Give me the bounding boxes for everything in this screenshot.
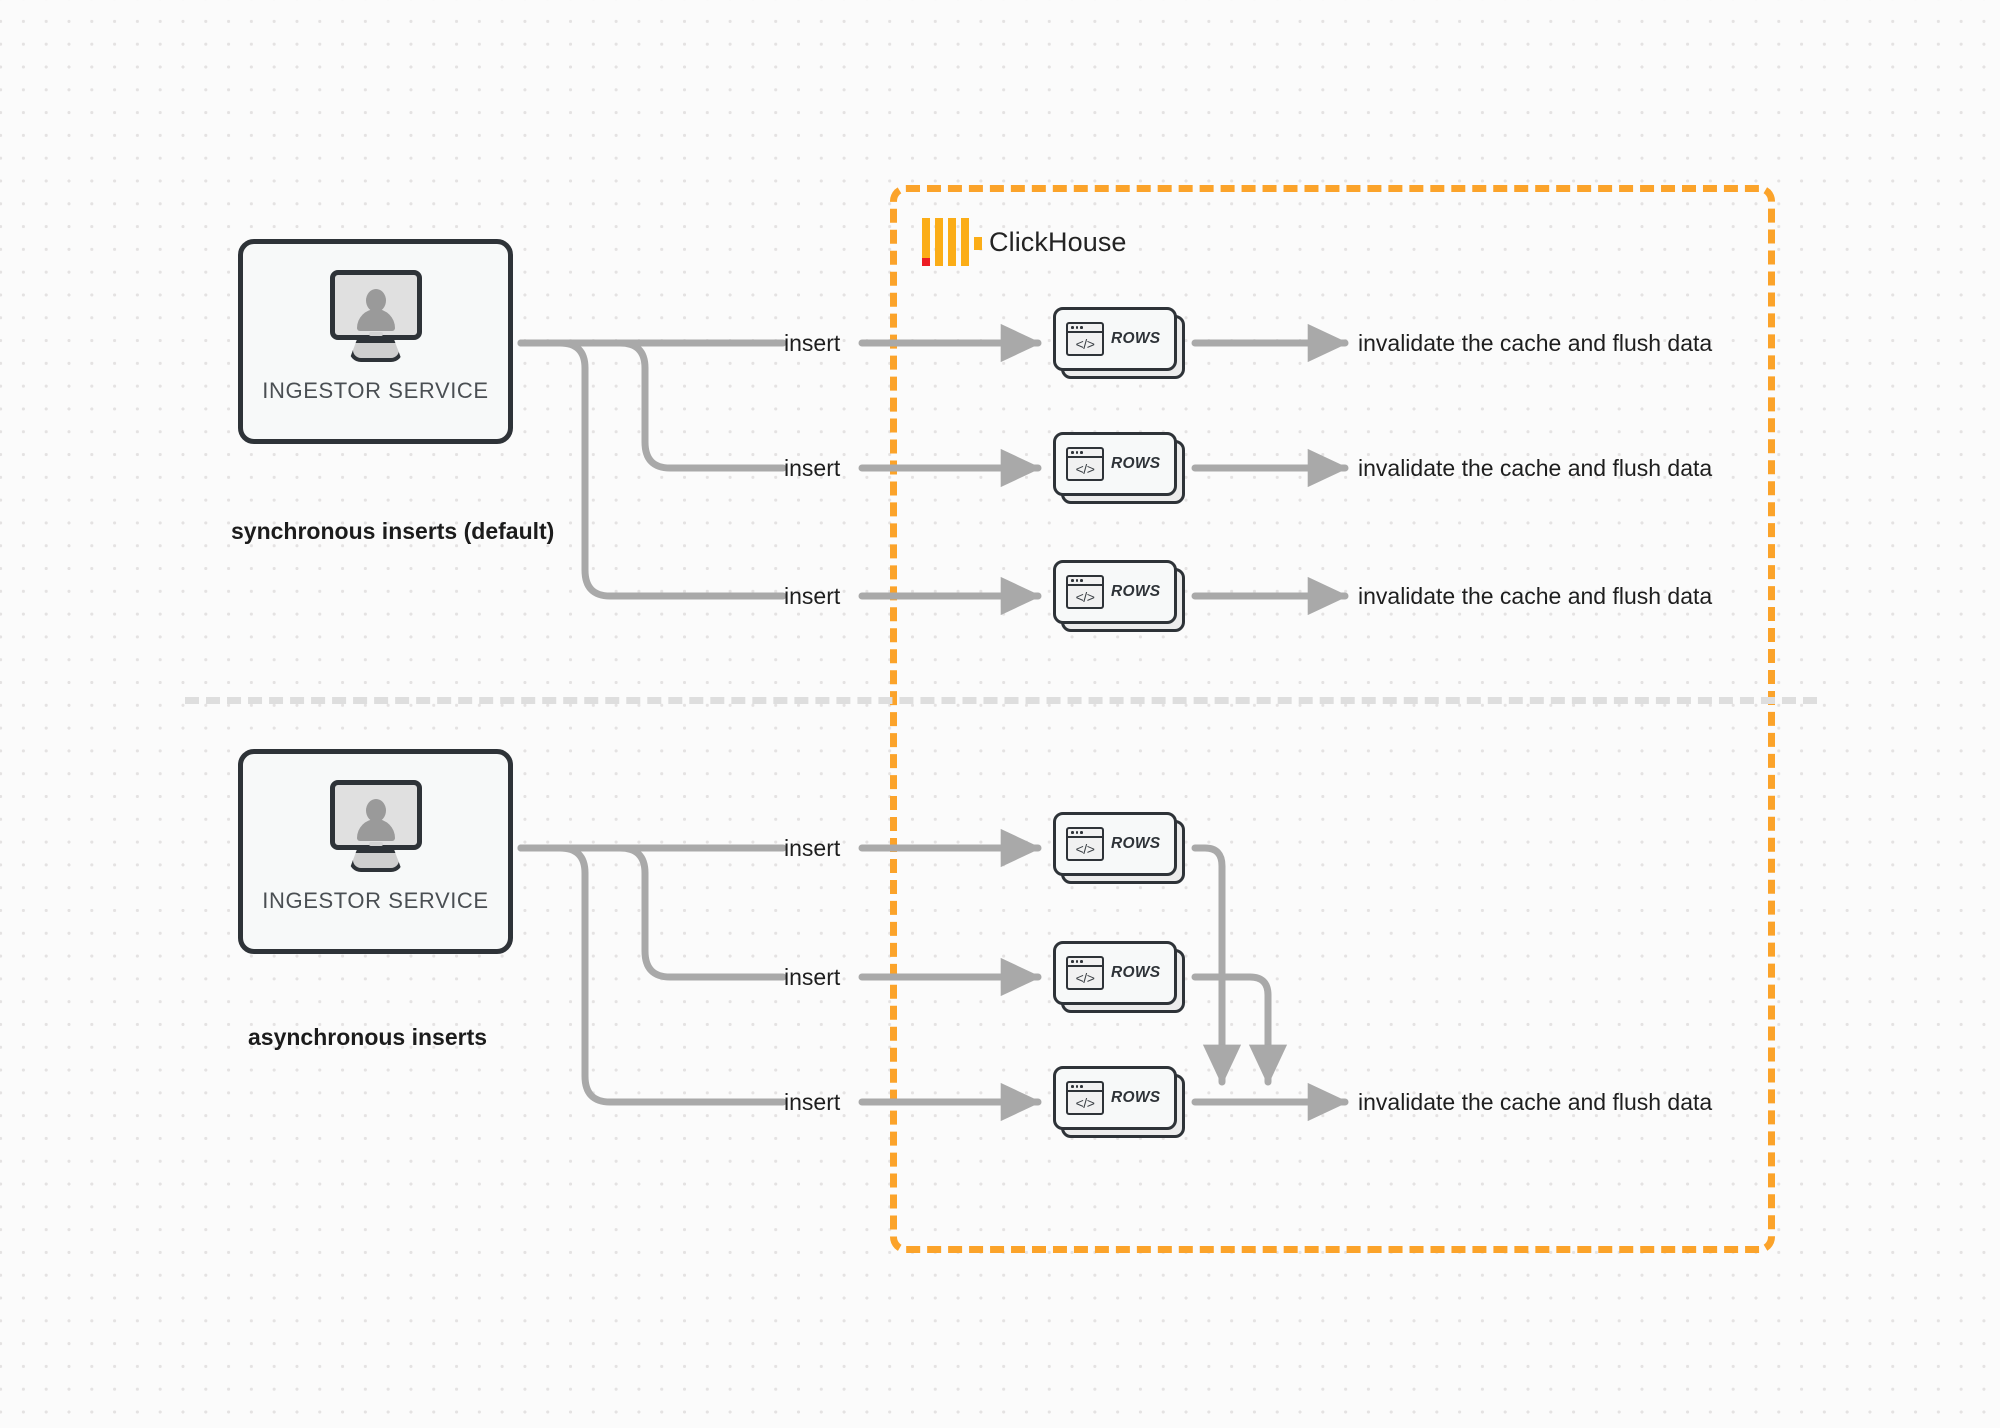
logo-bar-2 bbox=[935, 218, 943, 266]
window-dot-1 bbox=[1071, 960, 1074, 963]
rows-node-async-2[interactable]: </> ROWS bbox=[1053, 941, 1185, 1013]
clickhouse-boundary-region bbox=[890, 185, 1775, 1253]
rows-node-sync-3[interactable]: </> ROWS bbox=[1053, 560, 1185, 632]
rows-node-async-3[interactable]: </> ROWS bbox=[1053, 1066, 1185, 1138]
monitor-neck bbox=[368, 842, 383, 846]
rows-label: ROWS bbox=[1111, 835, 1161, 852]
window-dot-3 bbox=[1080, 831, 1083, 834]
clickhouse-logo bbox=[922, 218, 982, 266]
window-dot-3 bbox=[1080, 451, 1083, 454]
caption-synchronous-inserts: synchronous inserts (default) bbox=[231, 518, 555, 544]
monitor-screen bbox=[329, 270, 422, 340]
ingestor-service-async[interactable]: INGESTOR SERVICE bbox=[238, 749, 513, 954]
window-dot-2 bbox=[1075, 451, 1079, 454]
rows-label: ROWS bbox=[1111, 964, 1161, 981]
window-dot-2 bbox=[1075, 326, 1079, 329]
window-dot-1 bbox=[1071, 579, 1074, 582]
rows-node-sync-1[interactable]: </> ROWS bbox=[1053, 307, 1185, 379]
window-dot-3 bbox=[1080, 1085, 1083, 1088]
result-label-sync-3: invalidate the cache and flush data bbox=[1358, 583, 1713, 609]
window-titlebar bbox=[1068, 829, 1102, 838]
window-dot-2 bbox=[1075, 1085, 1079, 1088]
monitor-user-icon bbox=[324, 270, 428, 362]
monitor-screen bbox=[329, 780, 422, 850]
code-glyph: </> bbox=[1075, 335, 1095, 352]
code-glyph: </> bbox=[1075, 840, 1095, 857]
code-glyph: </> bbox=[1075, 1094, 1095, 1111]
rows-card-front: </> ROWS bbox=[1053, 941, 1177, 1005]
insert-label-async-3: insert bbox=[784, 1089, 841, 1115]
section-divider bbox=[185, 697, 1817, 704]
window-titlebar bbox=[1068, 577, 1102, 586]
result-label-async-merged: invalidate the cache and flush data bbox=[1358, 1089, 1713, 1115]
window-dot-3 bbox=[1080, 579, 1083, 582]
code-window-icon: </> bbox=[1066, 575, 1104, 609]
ingestor-service-label: INGESTOR SERVICE bbox=[262, 888, 489, 913]
ingestor-service-label: INGESTOR SERVICE bbox=[262, 378, 489, 403]
window-dot-1 bbox=[1071, 831, 1074, 834]
rows-card-front: </> ROWS bbox=[1053, 307, 1177, 371]
insert-label-async-2: insert bbox=[784, 964, 841, 990]
window-dot-3 bbox=[1080, 326, 1083, 329]
logo-bar-4 bbox=[961, 218, 969, 266]
monitor-stand bbox=[348, 339, 403, 362]
code-window-icon: </> bbox=[1066, 322, 1104, 356]
rows-node-sync-2[interactable]: </> ROWS bbox=[1053, 432, 1185, 504]
result-label-sync-2: invalidate the cache and flush data bbox=[1358, 455, 1713, 481]
rows-label: ROWS bbox=[1111, 330, 1161, 347]
logo-bar-3 bbox=[948, 218, 956, 266]
window-dot-2 bbox=[1075, 831, 1079, 834]
rows-card-front: </> ROWS bbox=[1053, 812, 1177, 876]
window-dot-1 bbox=[1071, 326, 1074, 329]
window-dot-3 bbox=[1080, 960, 1083, 963]
logo-bar-1 bbox=[922, 218, 930, 266]
rows-label: ROWS bbox=[1111, 1089, 1161, 1106]
user-head bbox=[365, 799, 386, 822]
rows-label: ROWS bbox=[1111, 455, 1161, 472]
rows-node-async-1[interactable]: </> ROWS bbox=[1053, 812, 1185, 884]
window-dot-1 bbox=[1071, 451, 1074, 454]
logo-dash bbox=[974, 237, 982, 250]
ingestor-service-sync[interactable]: INGESTOR SERVICE bbox=[238, 239, 513, 444]
insert-label-sync-2: insert bbox=[784, 455, 841, 481]
rows-card-front: </> ROWS bbox=[1053, 1066, 1177, 1130]
rows-card-front: </> ROWS bbox=[1053, 560, 1177, 624]
window-titlebar bbox=[1068, 1083, 1102, 1092]
monitor-user-icon bbox=[324, 780, 428, 872]
user-head bbox=[365, 289, 386, 312]
code-glyph: </> bbox=[1075, 969, 1095, 986]
code-glyph: </> bbox=[1075, 588, 1095, 605]
window-titlebar bbox=[1068, 324, 1102, 333]
insert-label-async-1: insert bbox=[784, 835, 841, 861]
code-window-icon: </> bbox=[1066, 956, 1104, 990]
clickhouse-brand: ClickHouse bbox=[922, 218, 1127, 266]
code-window-icon: </> bbox=[1066, 1081, 1104, 1115]
rows-label: ROWS bbox=[1111, 583, 1161, 600]
code-window-icon: </> bbox=[1066, 827, 1104, 861]
code-glyph: </> bbox=[1075, 460, 1095, 477]
insert-label-sync-3: insert bbox=[784, 583, 841, 609]
monitor-stand bbox=[348, 849, 403, 872]
logo-red-square bbox=[922, 258, 930, 266]
window-dot-2 bbox=[1075, 960, 1079, 963]
user-body bbox=[356, 309, 395, 331]
result-label-sync-1: invalidate the cache and flush data bbox=[1358, 330, 1713, 356]
monitor-neck bbox=[368, 332, 383, 336]
insert-label-sync-1: insert bbox=[784, 330, 841, 356]
code-window-icon: </> bbox=[1066, 447, 1104, 481]
window-titlebar bbox=[1068, 449, 1102, 458]
clickhouse-label: ClickHouse bbox=[989, 226, 1127, 257]
window-dot-2 bbox=[1075, 579, 1079, 582]
window-titlebar bbox=[1068, 958, 1102, 967]
window-dot-1 bbox=[1071, 1085, 1074, 1088]
rows-card-front: </> ROWS bbox=[1053, 432, 1177, 496]
caption-asynchronous-inserts: asynchronous inserts bbox=[248, 1024, 488, 1050]
user-body bbox=[356, 819, 395, 841]
